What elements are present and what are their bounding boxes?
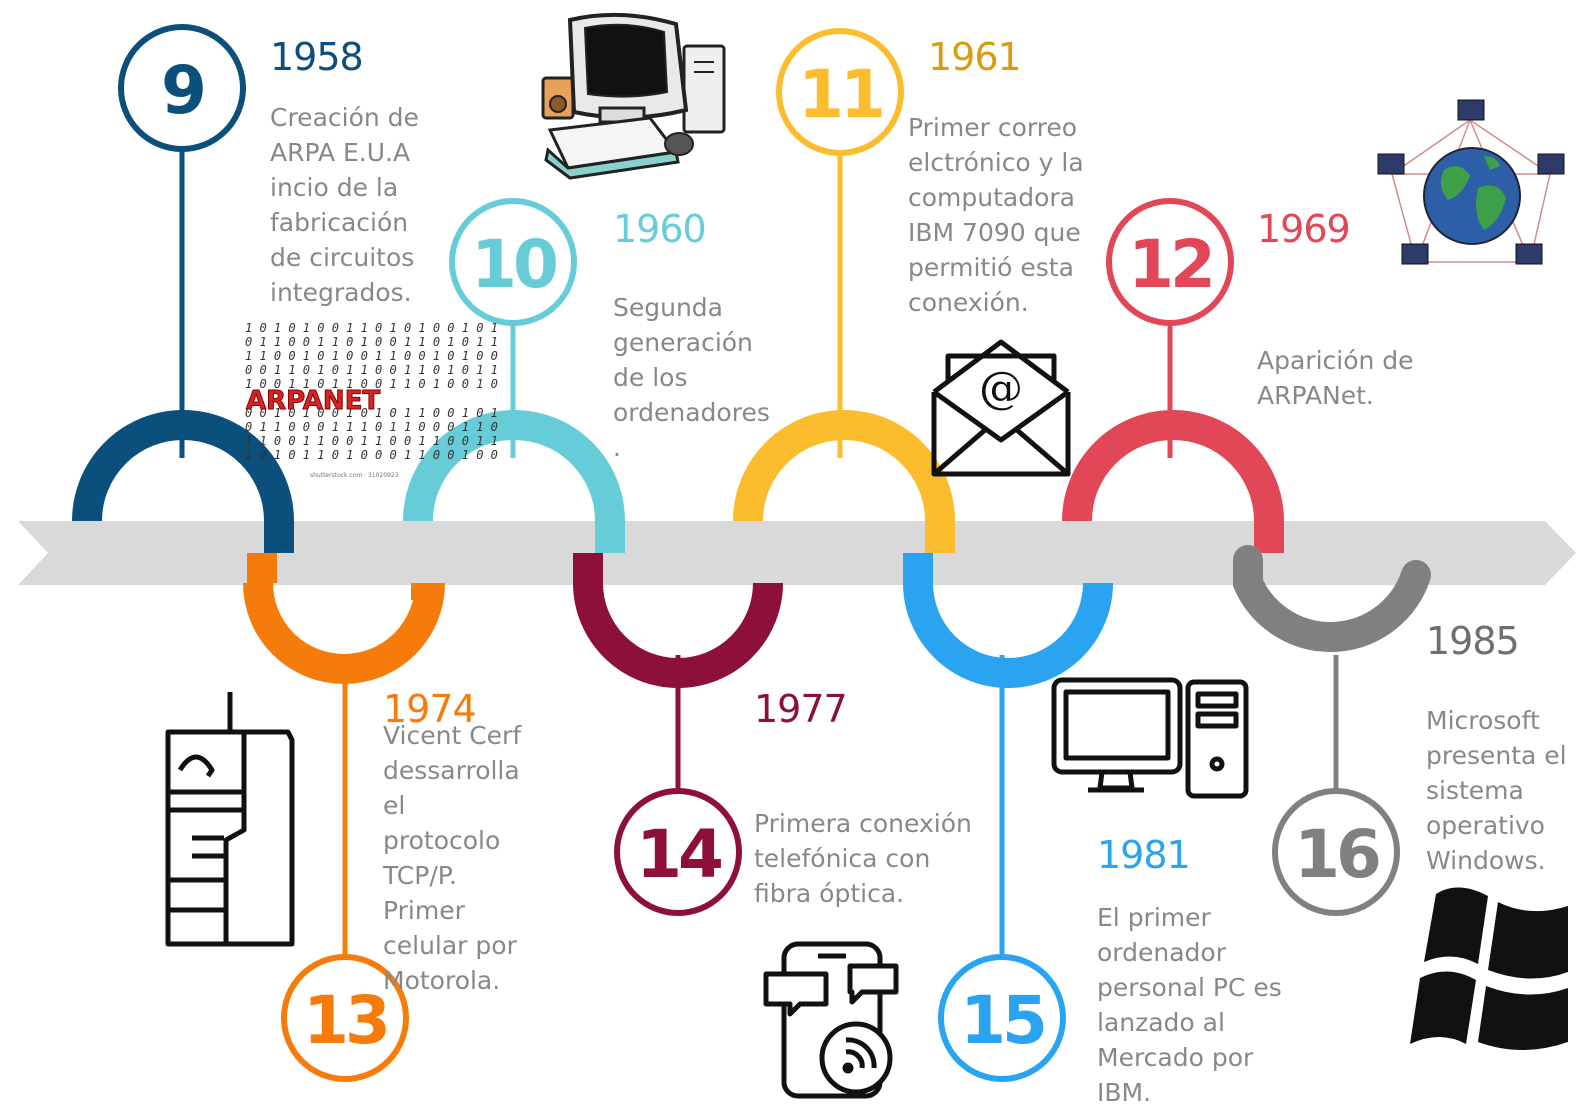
milestone-year-1981: 1981 xyxy=(1097,833,1191,877)
svg-text:1 0 1 0 1 1 0 1 0 0 0 1 1 0 0: 1 0 1 0 1 1 0 1 0 0 0 1 1 0 0 1 0 0 xyxy=(245,448,498,462)
milestone-desc-1981: El primer ordenador personal PC es lanza… xyxy=(1097,903,1282,1107)
circle-16 xyxy=(1272,788,1400,916)
milestone-number-15: 15 xyxy=(960,982,1048,1059)
circle-13 xyxy=(281,954,409,1082)
milestone-desc-1974: Vicent Cerf dessarrolla el protocolo TCP… xyxy=(383,721,522,995)
milestone-number-10: 10 xyxy=(471,226,559,303)
milestone-desc-1977: Primera conexión telefónica con fibra óp… xyxy=(754,809,972,908)
network-globe-image xyxy=(1377,99,1565,265)
arpanet-binary-image: 1 0 1 0 1 0 0 1 1 0 1 0 1 0 0 1 0 1 0 1 … xyxy=(245,321,498,479)
svg-text:0 1 1 0 0 0 1 1 1 0 1 1 0 0 0: 0 1 1 0 0 0 1 1 1 0 1 1 0 0 0 1 1 0 xyxy=(245,420,498,434)
arc-9 xyxy=(72,410,294,553)
milestone-desc-1961: Primer correo elctrónico y la computador… xyxy=(908,113,1084,317)
arc-12 xyxy=(1062,410,1284,553)
arpanet-logo-text: ARPANET xyxy=(246,386,380,416)
circle-11 xyxy=(776,28,904,156)
milestone-number-16: 16 xyxy=(1294,816,1382,893)
arc-11 xyxy=(733,410,955,553)
circle-15 xyxy=(938,954,1066,1082)
arc-15 xyxy=(903,582,1113,688)
arc-16 xyxy=(1233,545,1431,652)
email-envelope-icon: @ xyxy=(931,339,1071,477)
phone-chat-icon xyxy=(763,941,899,1099)
milestone-desc-1960: Segunda generación de los ordenadores . xyxy=(613,293,770,462)
circle-12 xyxy=(1106,198,1234,326)
milestone-desc-1958: Creación de ARPA E.U.A incio de la fabri… xyxy=(270,103,419,307)
svg-text:0 0 1 0 1 0 0 1 0 1 0 1 1 0 0: 0 0 1 0 1 0 0 1 0 1 0 1 1 0 0 1 0 1 xyxy=(245,406,498,420)
circle-14 xyxy=(614,788,742,916)
svg-text:0 0 1 1 0 1 0 1 1 0 0 1 1 0 1: 0 0 1 1 0 1 0 1 1 0 0 1 1 0 1 0 1 1 xyxy=(245,363,498,377)
milestone-year-1985: 1985 xyxy=(1426,619,1520,663)
timeline-arrow-band xyxy=(18,521,1576,585)
milestone-year-1974: 1974 xyxy=(383,687,477,731)
svg-text:shutterstock.com · 31020923: shutterstock.com · 31020923 xyxy=(310,472,399,479)
milestone-desc-1985: Microsoft presenta el sistema operativo … xyxy=(1426,706,1567,875)
milestone-year-1960: 1960 xyxy=(613,207,707,251)
svg-text:1 1 0 0 1 0 1 0 0 1 1 0 0 1 0: 1 1 0 0 1 0 1 0 0 1 1 0 0 1 0 1 0 0 xyxy=(245,349,498,363)
svg-text:1 0 0 1 1 0 1 1 0 0 1 1 0 1 0: 1 0 0 1 1 0 1 1 0 0 1 1 0 1 0 0 1 0 xyxy=(245,377,498,391)
milestone-desc-1969: Aparición de ARPANet. xyxy=(1257,346,1414,410)
svg-text:0 1 1 0 0 1 1 0 1 0 0 1 1 0 1: 0 1 1 0 0 1 1 0 1 0 0 1 1 0 1 0 1 1 xyxy=(245,335,498,349)
milestone-year-1977: 1977 xyxy=(754,687,848,731)
windows-logo-icon xyxy=(1410,887,1568,1050)
milestone-year-1961: 1961 xyxy=(928,35,1022,79)
milestone-year-1958: 1958 xyxy=(270,35,364,79)
arc-10 xyxy=(403,410,625,553)
desktop-pc-icon xyxy=(1051,677,1249,799)
milestone-year-1969: 1969 xyxy=(1257,207,1351,251)
milestone-number-13: 13 xyxy=(303,982,391,1059)
circle-10 xyxy=(449,198,577,326)
svg-text:1 0 1 0 1 0 0 1 1 0 1 0 1 0 0: 1 0 1 0 1 0 0 1 1 0 1 0 1 0 0 1 0 1 xyxy=(245,321,498,335)
circle-9 xyxy=(118,24,246,152)
svg-text:1 1 0 0 1 1 0 0 1 1 0 0 1 1 0: 1 1 0 0 1 1 0 0 1 1 0 0 1 1 0 0 1 1 xyxy=(245,434,498,448)
brick-cellphone-icon xyxy=(165,692,295,947)
retro-computer-image xyxy=(541,12,726,180)
milestone-number-9: 9 xyxy=(161,52,207,129)
arc-13b xyxy=(247,553,441,600)
milestone-number-14: 14 xyxy=(636,816,724,893)
svg-text:@: @ xyxy=(979,363,1023,414)
milestone-number-12: 12 xyxy=(1128,226,1216,303)
milestone-number-11: 11 xyxy=(798,56,886,133)
